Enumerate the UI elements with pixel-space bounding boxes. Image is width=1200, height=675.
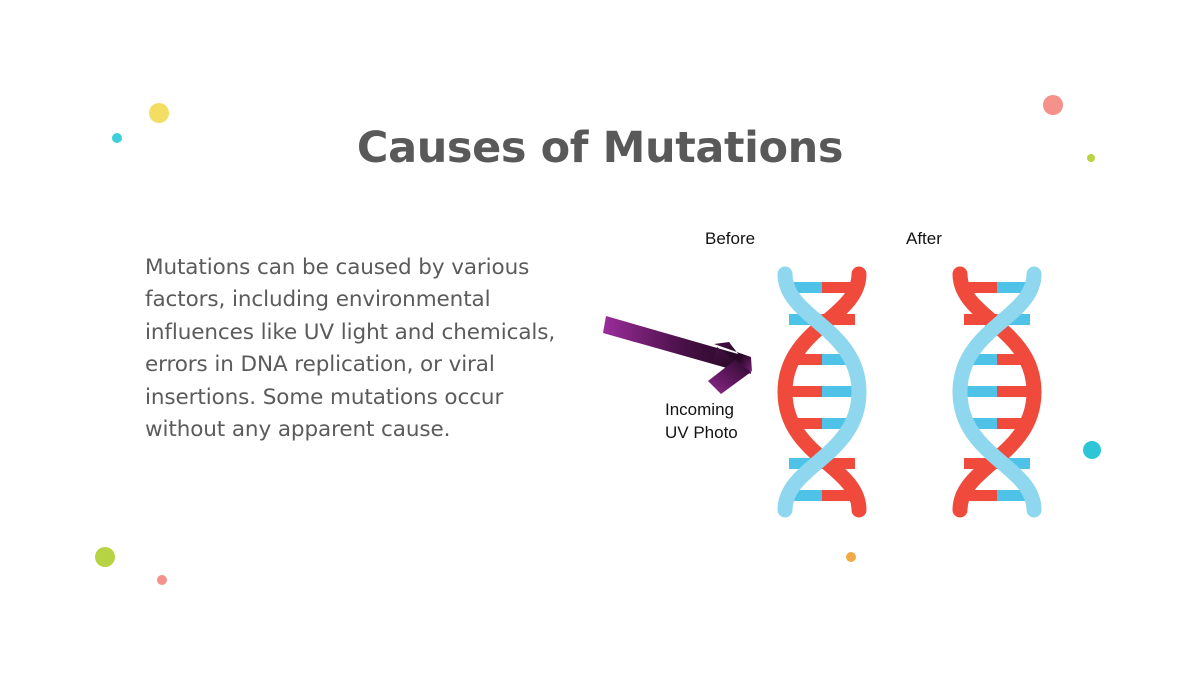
dot-salmon-top-right [1043,95,1063,115]
dna-helix-after [952,266,1042,518]
uv-arrow-icon [603,316,752,394]
dna-helix-before [777,266,867,518]
dot-salmon-bottom-left [157,575,167,585]
label-after: After [906,229,942,248]
body-paragraph: Mutations can be caused by various facto… [145,255,556,443]
dot-lime-bottom-left [95,547,115,567]
page-title: Causes of Mutations [356,123,844,173]
label-before: Before [705,229,756,248]
dot-cyan-right [1083,441,1101,459]
label-incoming-uv-photo: Incoming UV Photo [665,400,738,442]
dot-orange-bottom [846,552,856,562]
